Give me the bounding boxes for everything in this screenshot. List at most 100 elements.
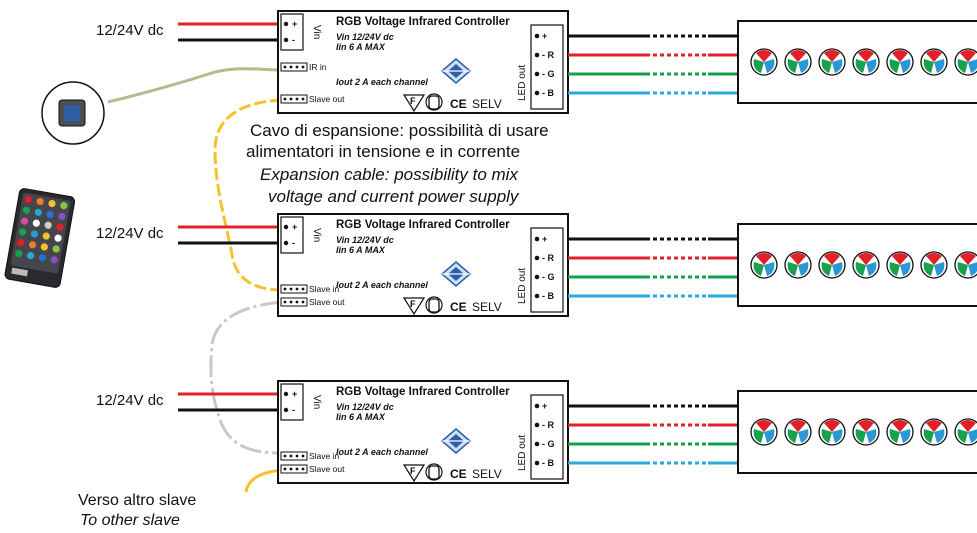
led-pin-r: - R: [542, 50, 554, 60]
caption-en-line1: Expansion cable: possibility to mix: [260, 165, 518, 184]
certification-logo-icon: [440, 58, 472, 84]
connector-pin: [283, 454, 287, 458]
connector: [280, 284, 308, 294]
remote-key: [27, 252, 35, 260]
ir-in-label: IR in: [309, 62, 327, 72]
connector-pin: [289, 97, 293, 101]
remote-key: [19, 228, 27, 236]
remote-key: [17, 239, 25, 247]
connector-pin: [301, 287, 305, 291]
led-out-label: LED out: [517, 268, 528, 304]
controller-1: 12/24V dc + - Vin RGB Voltage Infrared Contr…: [96, 10, 977, 114]
terminal-dot: [283, 21, 289, 27]
led-pin-dot: [534, 460, 540, 466]
vin-plus: +: [292, 222, 297, 232]
controller-title: RGB Voltage Infrared Controller: [336, 219, 510, 231]
connector: [280, 94, 308, 104]
ir-receiver-cable: [107, 67, 283, 104]
led-unit: [920, 251, 948, 279]
slave-in-label: Slave in: [309, 451, 340, 461]
vin-minus: -: [292, 238, 295, 248]
controller-title: RGB Voltage Infrared Controller: [336, 16, 510, 28]
led-pin-dot: [534, 90, 540, 96]
remote-key: [32, 219, 40, 227]
other-slave-it: Verso altro slave: [78, 492, 196, 509]
supply-voltage-label: 12/24V dc: [96, 392, 164, 409]
selv-mark: SELV: [472, 97, 502, 111]
ce-mark: CE: [450, 467, 467, 481]
led-pin-dot: [534, 255, 540, 261]
led-unit: [784, 418, 812, 446]
led-unit: [784, 251, 812, 279]
led-unit: [852, 251, 880, 279]
terminal-dot: [283, 391, 289, 397]
remote-key: [44, 221, 52, 229]
ir-receiver-icon: [41, 81, 105, 145]
disposal-ring: [425, 463, 443, 481]
led-unit: [750, 48, 778, 76]
f-mark-icon: [402, 464, 426, 483]
connector: [280, 62, 308, 72]
terminal-dot: [283, 407, 289, 413]
led-pin-dot: [534, 33, 540, 39]
vin-spec: Vin 12/24V dc: [336, 32, 394, 42]
led-unit: [750, 418, 778, 446]
connector-pin: [301, 467, 305, 471]
led-pin-dot: [534, 422, 540, 428]
supply-voltage-label: 12/24V dc: [96, 225, 164, 242]
certification-logo-icon: [440, 428, 472, 454]
led-pin-dot: [534, 52, 540, 58]
led-pin-dot: [534, 403, 540, 409]
connector-pin: [289, 287, 293, 291]
terminal-dot: [283, 240, 289, 246]
connector-pin: [301, 97, 305, 101]
f-mark-icon: [402, 297, 426, 316]
connector-pin: [289, 300, 293, 304]
ce-mark: CE: [450, 97, 467, 111]
remote-key: [54, 234, 62, 242]
expansion-cable-yellow: [213, 98, 283, 292]
f-mark-icon: [402, 94, 426, 113]
vin-label: Vin: [311, 25, 322, 39]
led-unit: [852, 48, 880, 76]
led-unit: [784, 48, 812, 76]
led-pin-dot: [534, 71, 540, 77]
remote-key: [20, 217, 29, 225]
selv-mark: SELV: [472, 300, 502, 314]
remote-key: [24, 195, 32, 204]
remote-key: [38, 254, 47, 262]
iin-spec: Iin 6 A MAX: [336, 42, 386, 52]
remote-key: [34, 208, 42, 216]
remote-key: [56, 223, 64, 231]
caption-it-line1: Cavo di espansione: possibilità di usare: [250, 121, 549, 140]
connector-pin: [295, 65, 299, 69]
caption-en-line2: voltage and current power supply: [268, 187, 520, 206]
led-pin-g: - G: [542, 272, 555, 282]
connector-pin: [301, 300, 305, 304]
slave-in-label: Slave in: [309, 284, 340, 294]
remote-control-icon: [4, 188, 76, 288]
connector-pin: [289, 65, 293, 69]
disposal-icon: [428, 298, 440, 313]
led-pin-b: - B: [542, 291, 554, 301]
remote-key: [46, 210, 54, 219]
remote-key: [22, 206, 31, 214]
remote-key: [40, 243, 48, 251]
iout-spec: Iout 2 A each channel: [336, 447, 428, 457]
led-unit: [818, 251, 846, 279]
vin-plus: +: [292, 19, 297, 29]
supply-voltage-label: 12/24V dc: [96, 22, 164, 39]
vin-minus: -: [292, 35, 295, 45]
led-unit: [920, 48, 948, 76]
led-unit: [818, 418, 846, 446]
expansion-cable-grey: [209, 300, 283, 455]
remote-key: [36, 197, 44, 206]
connector-pin: [283, 467, 287, 471]
connector-pin: [295, 287, 299, 291]
slave-out-label: Slave out: [309, 464, 345, 474]
led-pin-dot: [534, 236, 540, 242]
led-unit: [886, 251, 914, 279]
led-pin-b: - B: [542, 458, 554, 468]
